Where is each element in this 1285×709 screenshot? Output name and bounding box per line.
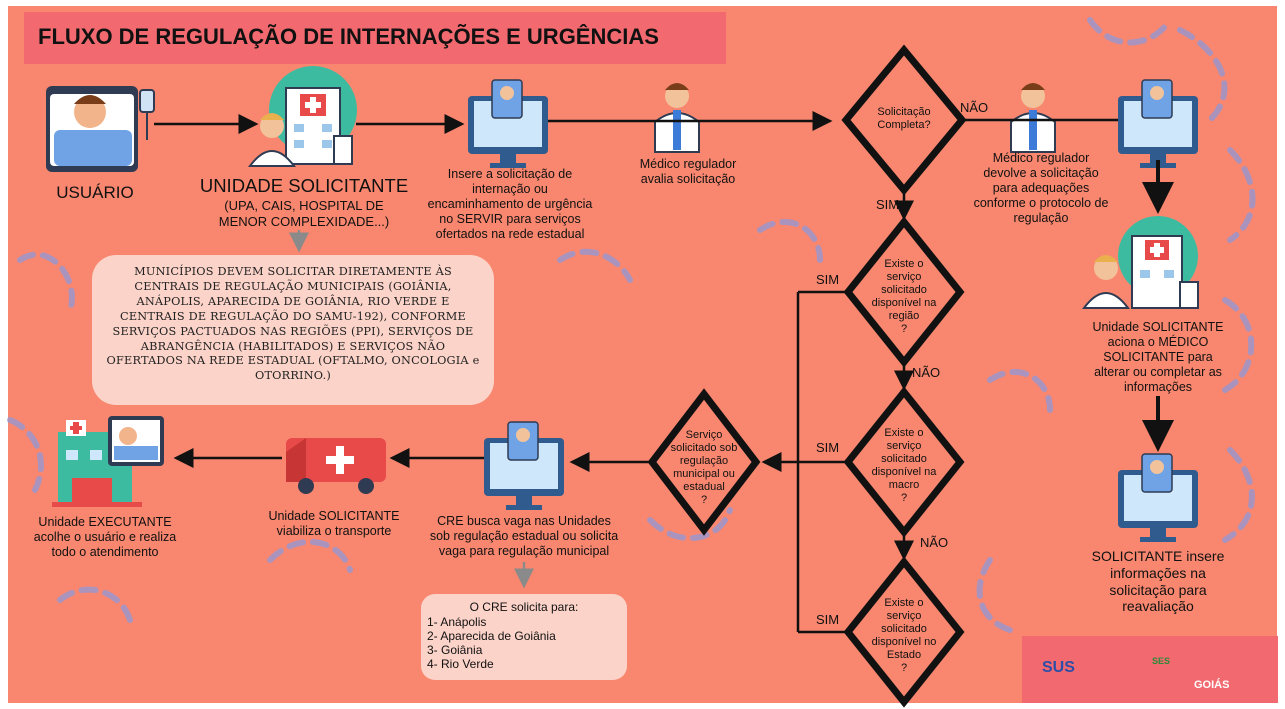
- page-title: FLUXO DE REGULAÇÃO DE INTERNAÇÕES E URGÊ…: [38, 24, 659, 49]
- decision-sob-regulacao-text: Serviço solicitado sob regulação municip…: [670, 429, 738, 506]
- edge-label-nao: NÃO: [920, 535, 949, 550]
- doctor-icon: [654, 83, 700, 153]
- title-banner: FLUXO DE REGULAÇÃO DE INTERNAÇÕES E URGÊ…: [24, 12, 726, 64]
- hospital-doctor-icon: [1082, 216, 1199, 309]
- goias-logo-text: GOIÁS: [1194, 679, 1230, 691]
- unidade-solicitante-sub: (UPA, CAIS, HOSPITAL DE MENOR COMPLEXIDA…: [218, 198, 390, 229]
- decision-diamond: [843, 556, 965, 708]
- insere-solicitacao-label: Insere a solicitação de internação ou en…: [427, 167, 593, 241]
- logos-footer: [1022, 636, 1278, 703]
- usuario-label: USUÁRIO: [56, 183, 134, 202]
- unidade-aciona-label: Unidade SOLICITANTE aciona o MÉDICO SOLI…: [1092, 320, 1224, 394]
- unidade-executante-label: Unidade EXECUTANTE acolhe o usuário e re…: [33, 515, 177, 559]
- edge-label-sim: SIM: [816, 440, 840, 455]
- ses-logo-text: SES: [1152, 656, 1171, 666]
- decision-diamond: [647, 388, 761, 536]
- list-item: 4- Rio Verde: [427, 657, 494, 671]
- edge-label-sim: SIM: [816, 272, 840, 287]
- monitor-icon: [468, 79, 548, 168]
- decision-regiao-text: Existe o serviço solicitado disponível n…: [871, 258, 937, 335]
- solicitante-insere-label: SOLICITANTE insere informações na solici…: [1091, 548, 1225, 615]
- edge-label-nao: NÃO: [960, 100, 989, 115]
- list-item: 3- Goiânia: [427, 643, 483, 657]
- monitor-icon: [484, 421, 564, 510]
- decision-macro-text: Existe o serviço solicitado disponível n…: [871, 427, 937, 504]
- decision-estado-text: Existe o serviço solicitado disponível n…: [871, 597, 937, 674]
- edge-label-sim: SIM: [816, 612, 840, 627]
- unidade-solicitante-title: UNIDADE SOLICITANTE: [199, 175, 409, 196]
- cre-solicita-heading: O CRE solicita para:: [469, 600, 579, 614]
- medico-avalia-label: Médico regulador avalia solicitação: [639, 157, 737, 186]
- medico-devolve-label: Médico regulador devolve a solicitação p…: [973, 151, 1109, 225]
- monitor-icon: [1118, 79, 1198, 168]
- list-item: 1- Anápolis: [427, 615, 487, 629]
- edge-label-sim: SIM: [876, 197, 900, 212]
- municipios-note: MUNICÍPIOS DEVEM SOLICITAR DIRETAMENTE À…: [92, 255, 494, 405]
- unidade-viabiliza-label: Unidade SOLICITANTE viabiliza o transpor…: [268, 509, 400, 538]
- edge-label-nao: NÃO: [912, 365, 941, 380]
- cre-busca-label: CRE busca vaga nas Unidades sob regulaçã…: [429, 514, 619, 558]
- hospital-doctor-icon: [248, 66, 357, 167]
- hospital-executante-icon: [52, 416, 164, 507]
- ambulance-icon: [286, 438, 386, 494]
- sus-logo-text: SUS: [1042, 659, 1075, 676]
- patient-bed-icon: [46, 86, 155, 172]
- monitor-icon: [1118, 453, 1198, 542]
- cre-solicita-note: O CRE solicita para: 1- Anápolis 2- Apar…: [421, 594, 627, 680]
- note-arrows: [289, 230, 534, 589]
- flow-arrows: [154, 111, 1118, 634]
- list-item: 2- Aparecida de Goiânia: [427, 629, 556, 643]
- doctor-icon: [1010, 83, 1056, 153]
- decision-completa-text: Solicitação Completa?: [877, 106, 931, 131]
